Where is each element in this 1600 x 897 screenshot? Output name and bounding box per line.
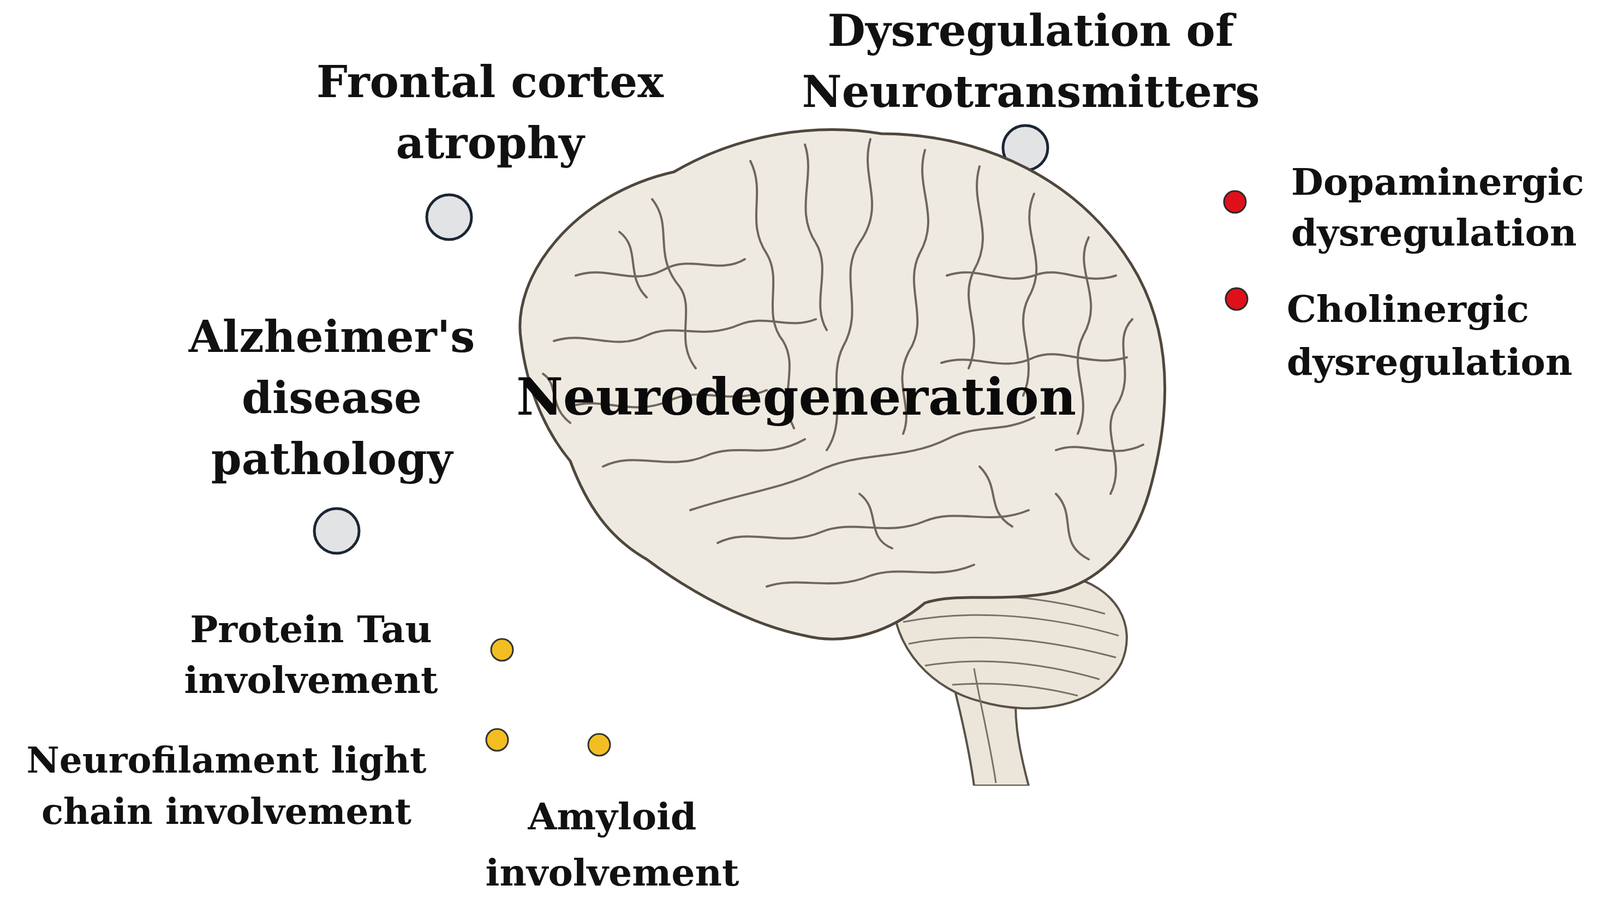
bullet-circle (484, 727, 510, 753)
bullet-dot (1224, 190, 1246, 213)
bullet-dot (426, 194, 472, 240)
center-title: Neurodegeneration (510, 363, 1083, 430)
bullet-node: Alzheimer's disease pathology (168, 306, 496, 492)
bullet-node: Amyloid involvement (464, 788, 760, 897)
bullet-node: Dysregulation of Neurotransmitters (774, 0, 1288, 126)
bullet-circle (586, 732, 612, 758)
bullet-node: Neurofilament light chain involvement (0, 734, 453, 839)
node-label: Dopaminergic dysregulation (1291, 156, 1597, 259)
bullet-circle (1222, 189, 1248, 215)
bullet-node: Dopaminergic dysregulation (1291, 156, 1597, 261)
node-label: Amyloid involvement (464, 788, 760, 897)
node-label: Frontal cortex atrophy (282, 51, 698, 174)
bullet-node: Protein Tau involvement (163, 604, 459, 708)
bullet-dot (1225, 288, 1248, 310)
bullet-dot (588, 733, 611, 756)
bullet-dot (314, 508, 360, 554)
node-label: Cholinergic dysregulation (1286, 282, 1593, 389)
brain-node: Neurodegeneration (510, 111, 1174, 786)
node-label: Protein Tau involvement (163, 604, 459, 706)
bullet-circle (311, 505, 362, 557)
brain-illustration (510, 111, 1174, 786)
bullet-node: Cholinergic dysregulation (1286, 282, 1593, 387)
bullet-node: Frontal cortex atrophy (282, 51, 698, 177)
bullet-circle (424, 192, 475, 243)
node-label: Dysregulation of Neurotransmitters (774, 0, 1288, 123)
bullet-dot (486, 729, 509, 751)
bullet-circle (489, 637, 515, 663)
bullet-dot (491, 639, 513, 661)
node-label: Neurofilament light chain involvement (0, 734, 453, 838)
node-label: Alzheimer's disease pathology (168, 306, 496, 490)
bullet-circle (1224, 286, 1250, 312)
